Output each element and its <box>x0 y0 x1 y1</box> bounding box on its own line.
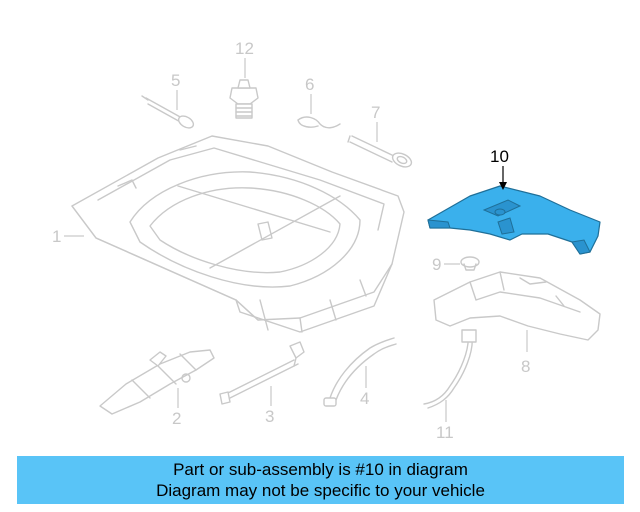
part-12-hold-down-bolt <box>229 79 259 119</box>
callout-7: 7 <box>371 103 380 122</box>
part-5-tool <box>141 95 195 129</box>
callout-4: 4 <box>360 389 369 408</box>
callout-9: 9 <box>432 255 441 274</box>
part-2-scissor-jack <box>99 349 215 415</box>
callout-3: 3 <box>265 407 274 426</box>
disclaimer-banner: Part or sub-assembly is #10 in diagram D… <box>17 456 624 504</box>
callout-8: 8 <box>521 357 530 376</box>
callout-2: 2 <box>172 409 181 428</box>
callout-10: 10 <box>490 147 509 166</box>
callout-5: 5 <box>171 71 180 90</box>
part-7-eye-bolt <box>347 135 413 168</box>
part-8-housing <box>433 271 601 341</box>
leader-10-arrowhead <box>499 182 507 190</box>
part-10-jack-holder <box>427 185 601 255</box>
callout-12: 12 <box>235 39 254 58</box>
part-4-extension-bar <box>323 337 397 407</box>
banner-line-2: Diagram may not be specific to your vehi… <box>156 481 485 500</box>
callout-11: 11 <box>436 423 454 442</box>
callout-1: 1 <box>52 227 61 246</box>
part-6-clip <box>297 116 341 129</box>
banner-line-1: Part or sub-assembly is #10 in diagram <box>173 460 468 479</box>
part-9-plug <box>460 256 480 271</box>
callout-6: 6 <box>305 75 314 94</box>
part-11-strap <box>423 329 477 409</box>
parts-diagram: 1 5 12 6 7 10 <box>52 39 601 442</box>
part-1-spare-tire-tray <box>71 135 405 333</box>
part-3-jack-handle <box>219 341 305 405</box>
